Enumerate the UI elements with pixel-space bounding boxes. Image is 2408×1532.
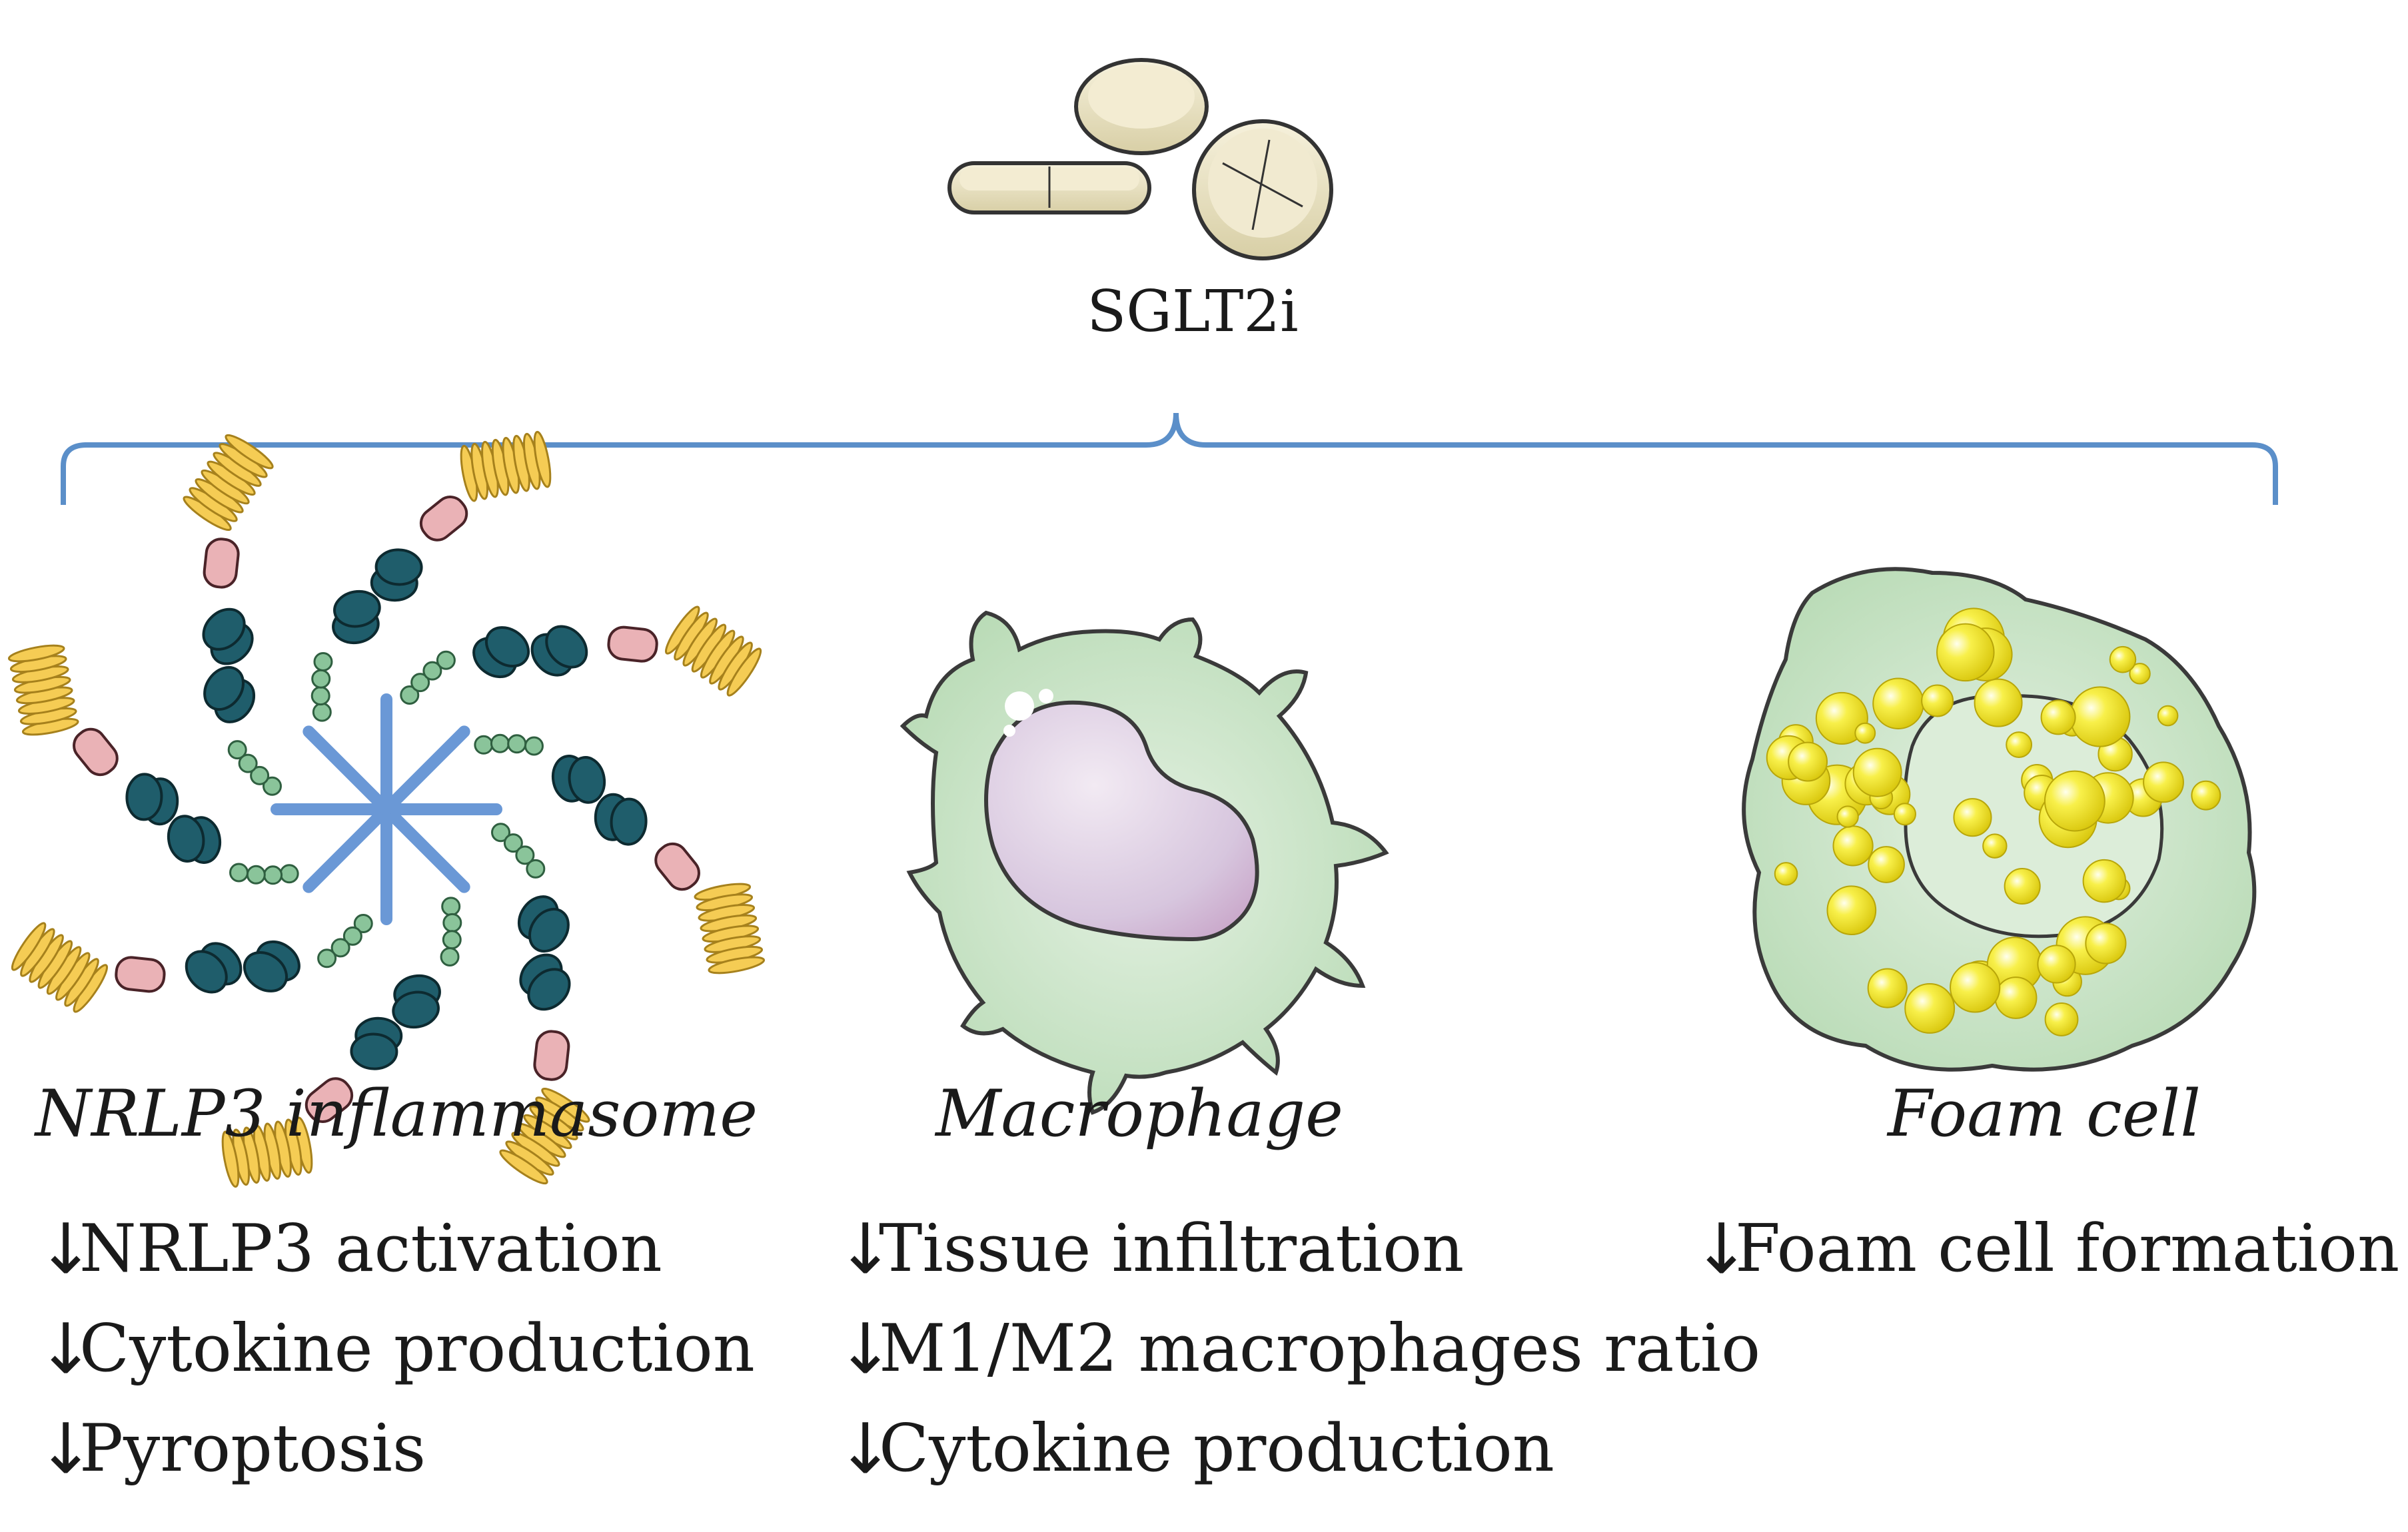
lipid-droplet [1921, 684, 1954, 717]
inflammasome-arm [11, 914, 373, 1013]
inflammasome-arm [7, 644, 299, 885]
lipid-droplet [2037, 945, 2076, 984]
effect-item: ↓Pyroptosis [37, 1399, 755, 1499]
lipid-droplet [1904, 983, 1956, 1034]
drug-label: SGLT2i [1087, 278, 1299, 345]
lipid-droplet [2004, 868, 2041, 905]
effect-text: Cytokine production [79, 1311, 755, 1387]
inflammasome-arm [491, 823, 590, 1185]
effect-item: ↓Tissue infiltration [836, 1199, 1760, 1299]
lipid-droplet [1774, 862, 1798, 886]
panel-title-macrophage: Macrophage [934, 1076, 1343, 1151]
lipid-droplet [1867, 968, 1908, 1008]
effect-text: M1/M2 macrophages ratio [879, 1311, 1761, 1387]
lipid-droplet [1936, 623, 1995, 682]
down-arrow-icon: ↓ [37, 1408, 95, 1489]
lipid-droplet [1852, 747, 1902, 797]
lipid-droplet [2044, 770, 2106, 832]
lipid-droplet [1893, 803, 1916, 826]
lipid-droplet [2143, 761, 2184, 803]
lipid-droplet [2109, 645, 2137, 673]
panel-title-foam-cell: Foam cell [1886, 1076, 2201, 1151]
down-arrow-icon: ↓ [37, 1208, 95, 1290]
inflammasome-icon [7, 430, 766, 1188]
effect-text: Pyroptosis [79, 1411, 426, 1487]
lipid-droplet [2070, 686, 2131, 747]
lipid-droplet [1953, 798, 1992, 837]
lipid-droplet [2006, 731, 2033, 758]
down-arrow-icon: ↓ [836, 1408, 895, 1489]
panel-title-inflammasome: NRLP3 inflammasome [34, 1076, 758, 1151]
lipid-droplet [1854, 722, 1876, 744]
inflammasome-arm [310, 430, 552, 722]
lipid-droplet [1950, 962, 2001, 1013]
down-arrow-icon: ↓ [836, 1308, 895, 1389]
down-arrow-icon: ↓ [836, 1208, 895, 1290]
lipid-droplet [2191, 780, 2221, 811]
effect-item: ↓NRLP3 activation [37, 1199, 755, 1299]
lipid-droplet [2085, 923, 2127, 964]
effect-item: ↓Foam cell formation [1692, 1199, 2399, 1299]
bracket-connector [61, 412, 2278, 505]
inflammasome-arm [183, 434, 282, 796]
effect-item: ↓M1/M2 macrophages ratio [836, 1299, 1760, 1399]
effect-text: Foam cell formation [1735, 1211, 2400, 1287]
effect-item: ↓Cytokine production [37, 1299, 755, 1399]
lipid-droplet [1982, 833, 2008, 859]
lipid-droplet [1826, 885, 1877, 935]
down-arrow-icon: ↓ [1692, 1208, 1751, 1290]
lipid-droplet [1836, 805, 1859, 828]
round-pill-icon [1192, 119, 1333, 260]
lipid-droplet [2157, 705, 2179, 727]
lipid-droplet [2082, 859, 2127, 903]
foam-cell-icon [1742, 567, 2257, 1072]
down-arrow-icon: ↓ [37, 1308, 95, 1389]
lipid-droplet [1788, 741, 1828, 782]
effect-item: ↓Cytokine production [836, 1399, 1760, 1499]
lipid-droplet [2040, 699, 2076, 735]
lipid-droplet [1994, 976, 2038, 1019]
lipid-droplet [1832, 825, 1874, 867]
capsule-pill-icon [947, 161, 1151, 214]
pills-icon [947, 58, 1333, 260]
effect-text: NRLP3 activation [79, 1211, 662, 1287]
effects-list-foam-cell: ↓Foam cell formation [1692, 1199, 2399, 1299]
effect-text: Cytokine production [879, 1411, 1554, 1487]
effects-list-macrophage: ↓Tissue infiltration ↓M1/M2 macrophages … [836, 1199, 1760, 1499]
inflammasome-arm [474, 733, 766, 974]
inflammasome-arm [221, 897, 462, 1188]
macrophage-icon [900, 610, 1389, 1115]
lipid-droplet [1974, 678, 2023, 727]
effect-text: Tissue infiltration [879, 1211, 1465, 1287]
lipid-droplet [2129, 663, 2151, 685]
lipid-droplet [1872, 677, 1924, 729]
lipid-droplet [1868, 846, 1905, 883]
oval-pill-icon [1074, 58, 1209, 155]
inflammasome-arm [400, 605, 762, 705]
lipid-droplet [2044, 1002, 2079, 1036]
effects-list-inflammasome: ↓NRLP3 activation ↓Cytokine production ↓… [37, 1199, 755, 1499]
